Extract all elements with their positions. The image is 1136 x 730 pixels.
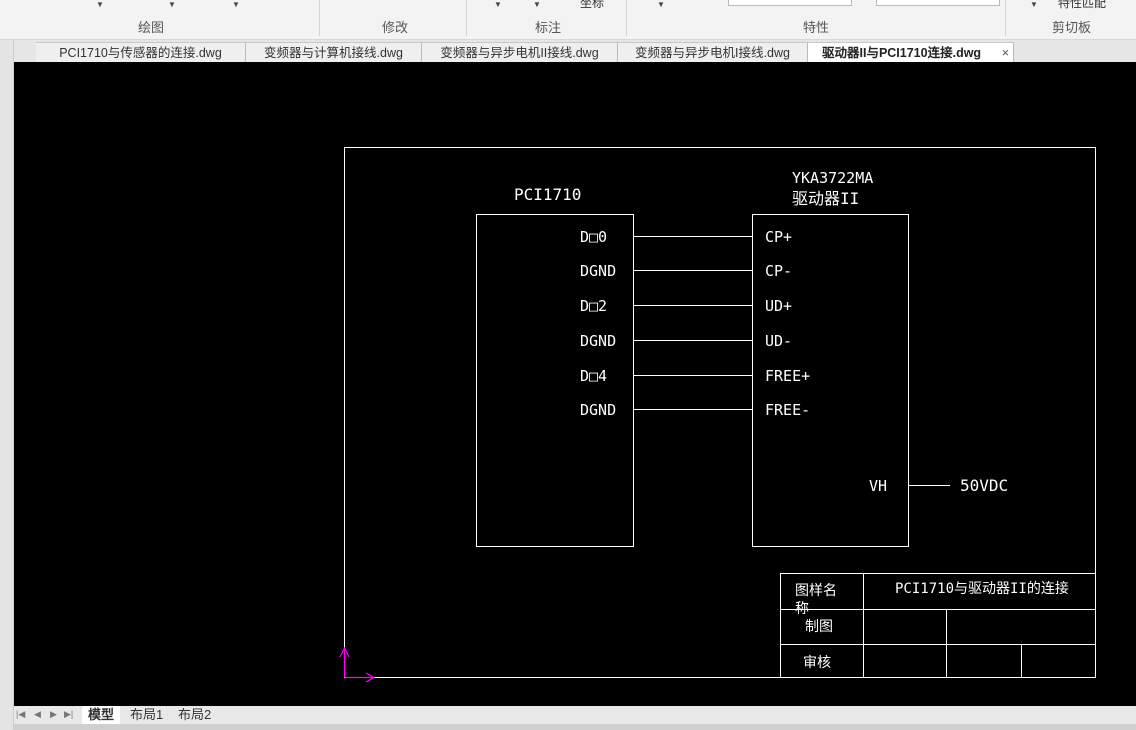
driver-pin: FREE+ bbox=[765, 367, 811, 385]
ribbon: ▼ ▼ ▼ 绘图 修改 ▼ ▼ 坐标 标注 ▼ 特性 ▼ 特性匹配 剪切板 bbox=[0, 0, 1136, 40]
ucs-icon bbox=[339, 646, 376, 683]
title-review-label: 审核 bbox=[803, 655, 831, 671]
linetype-select[interactable] bbox=[728, 0, 852, 6]
tab-doc-1[interactable]: PCI1710与传感器的连接.dwg bbox=[36, 42, 246, 62]
title-block bbox=[780, 573, 1096, 678]
match-properties-button[interactable]: 特性匹配 bbox=[1058, 0, 1107, 10]
driver-model: YKA3722MA bbox=[792, 169, 874, 187]
pci-pin: DGND bbox=[580, 262, 617, 280]
dropdown-arrow-icon[interactable]: ▼ bbox=[232, 0, 240, 9]
layout-tabs-bar: |◀ ◀ ▶ ▶| 模型 布局1 布局2 bbox=[14, 706, 1136, 724]
tab-doc-active[interactable]: 驱动器II与PCI1710连接.dwg × bbox=[808, 42, 1014, 62]
dropdown-arrow-icon[interactable]: ▼ bbox=[168, 0, 176, 9]
title-draw-label: 制图 bbox=[805, 619, 833, 635]
document-tabs: PCI1710与传感器的连接.dwg 变频器与计算机接线.dwg 变频器与异步电… bbox=[14, 40, 1136, 62]
prev-tab-icon[interactable]: ◀ bbox=[34, 709, 41, 719]
driver-box bbox=[752, 214, 909, 547]
wires bbox=[633, 236, 752, 410]
pci-pin: D□4 bbox=[580, 367, 608, 385]
dropdown-arrow-icon[interactable]: ▼ bbox=[494, 0, 502, 9]
tab-layout2[interactable]: 布局2 bbox=[178, 707, 212, 722]
driver-pin: UD+ bbox=[765, 297, 793, 315]
title-name-label: 图样名称 bbox=[795, 583, 837, 617]
vh-supply: 50VDC bbox=[960, 476, 1009, 495]
dropdown-arrow-icon[interactable]: ▼ bbox=[1030, 0, 1038, 9]
driver-pin: CP- bbox=[765, 262, 793, 280]
vh-label: VH bbox=[869, 477, 888, 495]
drawing-canvas[interactable] bbox=[14, 62, 1136, 706]
close-icon[interactable]: × bbox=[1001, 46, 1009, 60]
dropdown-arrow-icon[interactable]: ▼ bbox=[96, 0, 104, 9]
pci-pin: DGND bbox=[580, 332, 617, 350]
driver-title: 驱动器II bbox=[792, 189, 860, 208]
pci1710-title: PCI1710 bbox=[514, 185, 582, 204]
dropdown-arrow-icon[interactable]: ▼ bbox=[657, 0, 665, 9]
last-tab-icon[interactable]: ▶| bbox=[64, 709, 74, 719]
dropdown-arrow-icon[interactable]: ▼ bbox=[533, 0, 541, 9]
drawing-border bbox=[344, 147, 1096, 678]
driver-pin: CP+ bbox=[765, 228, 793, 246]
tab-label: 驱动器II与PCI1710连接.dwg bbox=[822, 46, 982, 60]
lineweight-select[interactable] bbox=[876, 0, 1000, 6]
tab-layout1[interactable]: 布局1 bbox=[130, 707, 164, 722]
tab-doc-2[interactable]: 变频器与计算机接线.dwg bbox=[246, 42, 422, 62]
tab-doc-3[interactable]: 变频器与异步电机II接线.dwg bbox=[422, 42, 618, 62]
pci-pin: D□2 bbox=[580, 297, 608, 315]
next-tab-icon[interactable]: ▶ bbox=[50, 709, 57, 719]
group-draw: 绘图 bbox=[138, 20, 165, 35]
title-name-value: PCI1710与驱动器II的连接 bbox=[895, 581, 1069, 597]
left-palette-strip[interactable] bbox=[0, 40, 14, 730]
tab-model[interactable]: 模型 bbox=[82, 706, 121, 724]
group-clipboard: 剪切板 bbox=[1052, 20, 1092, 35]
tab-doc-4[interactable]: 变频器与异步电机I接线.dwg bbox=[618, 42, 808, 62]
first-tab-icon[interactable]: |◀ bbox=[16, 709, 26, 719]
group-properties: 特性 bbox=[803, 20, 830, 35]
driver-pin: UD- bbox=[765, 332, 793, 350]
pci-pin: DGND bbox=[580, 401, 617, 419]
group-annotation: 标注 bbox=[535, 20, 562, 35]
group-modify: 修改 bbox=[382, 20, 409, 35]
dim-coordinate-button[interactable]: 坐标 bbox=[580, 0, 605, 10]
pci-pin: D□0 bbox=[580, 228, 608, 246]
horizontal-scrollbar[interactable] bbox=[14, 724, 1136, 730]
driver-pin: FREE- bbox=[765, 401, 811, 419]
pci1710-box bbox=[476, 214, 634, 547]
